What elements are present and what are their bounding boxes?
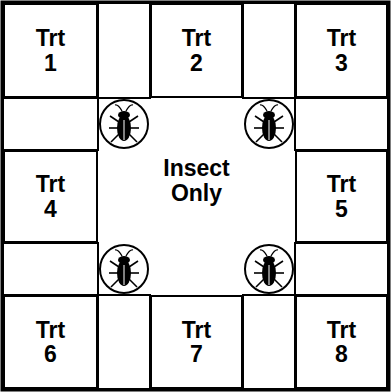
treatment-label: Trt 7 [182,318,211,366]
treatment-box: Trt 6 [3,295,98,389]
outer-border [2,2,389,390]
station-circle [100,245,148,293]
treatment-box: Trt 3 [295,3,388,98]
treatment-box: Trt 5 [295,150,388,243]
insect-icon [254,105,284,142]
insect-stations [100,100,293,293]
station-circle [245,245,293,293]
treatment-label: Trt 4 [36,172,65,220]
corridor-cell [3,98,98,150]
treatment-label: Trt 6 [36,318,65,366]
treatment-box: Trt 8 [295,295,388,389]
treatment-box: Trt 2 [150,3,243,98]
treatment-box: Trt 4 [3,150,98,243]
corridor-cells [3,3,388,389]
insect-icon [254,250,284,287]
region-label: Insect Only [163,156,229,204]
treatment-label: Trt 8 [327,318,356,366]
treatment-label: Trt 5 [327,172,356,220]
station-circle [245,100,293,148]
treatment-label: Trt 3 [327,26,356,74]
station-circle [100,100,148,148]
corridor-cell [295,98,388,150]
insect-icon [109,250,139,287]
treatment-label: Trt 1 [36,26,65,74]
treatment-box: Trt 1 [3,3,98,98]
center-region: Insect Only [98,98,295,295]
corridor-cell [98,295,150,389]
corridor-cell [98,3,150,98]
corridor-cell [243,295,295,389]
corridor-cell [3,243,98,295]
treatment-label: Trt 2 [182,26,211,74]
corridor-cell [243,3,295,98]
insect-icon [109,105,139,142]
treatment-box: Trt 7 [150,295,243,389]
corridor-cell [295,243,388,295]
